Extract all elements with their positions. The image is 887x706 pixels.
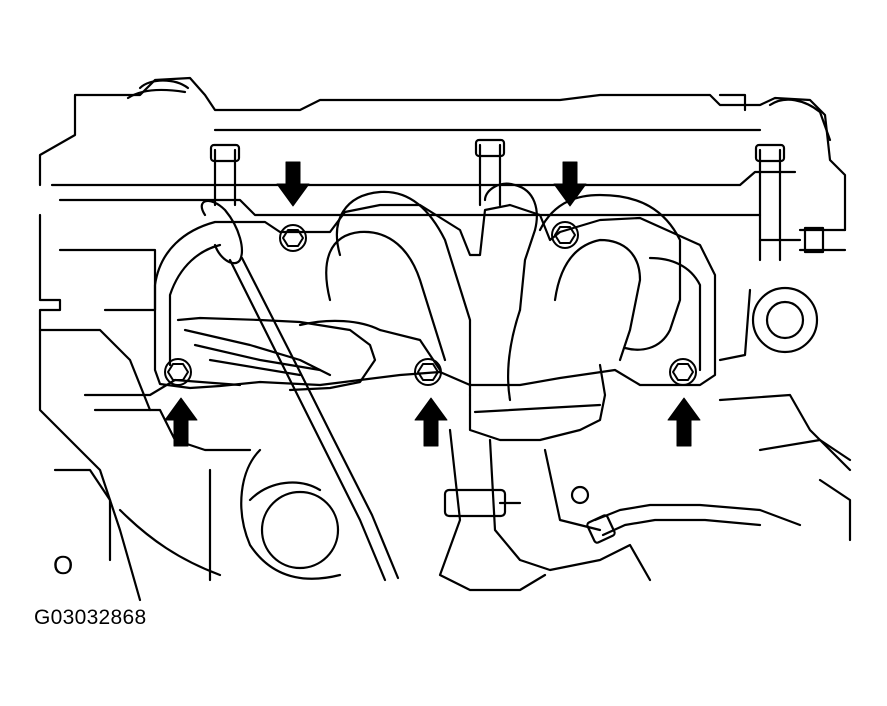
arrow-down-right: [553, 161, 587, 207]
manifold-runners: [325, 182, 682, 442]
arrow-up-right: [667, 397, 701, 447]
right-side-components: [718, 226, 852, 542]
nut-lower-center: [414, 358, 442, 386]
nut-upper-left: [279, 224, 307, 252]
arrow-down-left: [276, 161, 310, 207]
nut-lower-left: [164, 358, 192, 386]
manifold-flange: [153, 203, 717, 390]
arrow-up-center: [414, 397, 448, 447]
corner-mark: O: [53, 550, 74, 580]
callout-arrows: [164, 161, 701, 447]
oil-dipstick: [200, 199, 400, 582]
lower-heat-shield: [176, 316, 442, 392]
nut-lower-right: [669, 358, 697, 386]
upper-studs: [209, 138, 786, 262]
engine-block-left: [38, 213, 252, 602]
figure-code-label: G03032868: [34, 606, 147, 629]
cylinder-head-outline: [38, 76, 847, 232]
arrow-up-left: [164, 397, 198, 447]
nut-upper-right: [551, 221, 579, 249]
manifold-nuts: [164, 221, 697, 386]
front-pipe-assembly: [240, 428, 802, 592]
